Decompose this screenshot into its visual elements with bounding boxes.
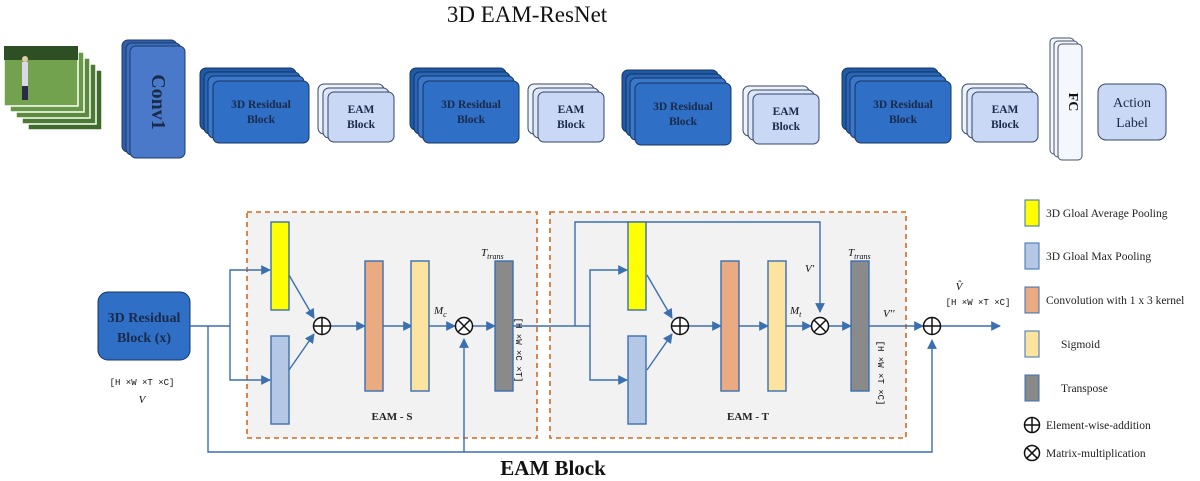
eam-s-label: EAM - S (372, 411, 413, 423)
diagram-title: 3D EAM-ResNet (447, 2, 608, 27)
ttrans-s-label: Ttrans (481, 247, 504, 261)
eam-s-avg-pool (270, 221, 290, 311)
legend-swatch-transpose (1024, 374, 1040, 402)
mc-main: M (433, 305, 444, 317)
action-label-line2: Label (1116, 116, 1148, 131)
top-eam-block-3: EAM Block (742, 85, 820, 145)
top-eam-block-2-line2: Block (557, 119, 586, 131)
top-eam-block-3-line1: EAM (773, 106, 800, 118)
top-eam-block-1-line2: Block (347, 119, 376, 131)
legend-swatch-conv (1024, 286, 1040, 314)
legend-label-sigmoid: Sigmoid (1061, 339, 1100, 351)
ttrans-t-label: Ttrans (848, 247, 871, 261)
action-label-line1: Action (1113, 96, 1151, 111)
legend-label-add: Element-wise-addition (1046, 420, 1151, 432)
dims-s-label: [H ×W ×C ×T] (513, 318, 523, 383)
eam-s-transpose (494, 260, 514, 392)
eam-s-sigmoid (410, 260, 430, 392)
final-add-icon (922, 316, 942, 336)
legend-swatch-sigmoid (1024, 330, 1040, 358)
top-eam-block-2: EAM Block (527, 83, 605, 143)
top-res-block-2-line1: 3D Residual (441, 99, 501, 111)
eam-t-matmul-icon (810, 316, 830, 336)
top-eam-block-4: EAM Block (961, 83, 1039, 143)
legend-label-transpose: Transpose (1061, 383, 1108, 395)
top-eam-block-1: EAM Block (317, 83, 395, 143)
legend-label-max-pool: 3D Gloal Max Pooling (1046, 251, 1151, 263)
legend-swatch-avg-pool (1024, 199, 1040, 227)
top-res-block-2: 3D Residual Block (409, 67, 520, 144)
legend: 3D Gloal Average Pooling 3D Gloal Max Po… (1023, 199, 1184, 462)
v-hat-label: V̂ (956, 280, 964, 293)
conv1-block: Conv1 (121, 39, 186, 159)
eam-t-conv (720, 260, 740, 392)
input-res-block-line2: Block (x) (117, 331, 171, 346)
conv1-label: Conv1 (147, 74, 169, 130)
ttrans-s-main: T (481, 247, 488, 259)
ttrans-t-sub: trans (854, 252, 870, 261)
eam-t-sigmoid (767, 260, 787, 392)
v-prime-label: V' (805, 263, 815, 275)
top-eam-block-4-line2: Block (991, 119, 1020, 131)
eam-s-matmul-icon (454, 316, 474, 336)
eam-t-avg-pool (627, 221, 647, 311)
v-dprime-label: V'' (883, 308, 895, 320)
legend-swatch-max-pool (1024, 242, 1040, 270)
top-res-block-3: 3D Residual Block (621, 69, 732, 146)
mt-main: M (789, 305, 800, 317)
top-res-block-1: 3D Residual Block (199, 67, 310, 144)
legend-label-conv: Convolution with 1 x 3 kernel (1046, 295, 1184, 307)
input-res-block: 3D Residual Block (x) (97, 291, 191, 361)
fc-block: FC (1049, 37, 1083, 161)
top-res-block-1-line2: Block (247, 114, 276, 126)
top-eam-block-2-line1: EAM (558, 104, 585, 116)
eam-s-max-pool (270, 335, 290, 425)
eam-t-transpose (850, 260, 870, 392)
ttrans-t-main: T (848, 247, 855, 259)
mc-label: Mc (433, 305, 447, 319)
top-res-block-3-line1: 3D Residual (653, 101, 713, 113)
input-dims-label: [H ×W ×T ×C] (110, 378, 175, 388)
plus-circle-icon (1023, 416, 1041, 434)
eam-t-max-pool (627, 335, 647, 425)
top-eam-block-1-line1: EAM (348, 104, 375, 116)
legend-label-matmul: Matrix-multiplication (1046, 448, 1146, 460)
input-res-block-line1: 3D Residual (108, 311, 181, 326)
action-label-box: Action Label (1097, 83, 1167, 141)
top-eam-block-3-line2: Block (772, 121, 801, 133)
top-res-block-2-line2: Block (457, 114, 486, 126)
ttrans-s-sub: trans (487, 252, 503, 261)
eam-s-panel (246, 211, 538, 439)
top-res-block-4: 3D Residual Block (841, 67, 952, 144)
mt-sub: t (799, 310, 802, 319)
eam-t-label: EAM - T (727, 411, 770, 423)
input-var-label: V (139, 394, 147, 406)
eam-block-title: EAM Block (500, 456, 606, 480)
connector-lines (190, 221, 1001, 453)
top-res-block-1-line1: 3D Residual (231, 99, 291, 111)
out-dims-label: [H ×W ×T ×C] (946, 298, 1011, 308)
mc-sub: c (443, 310, 447, 319)
top-res-block-3-line2: Block (669, 116, 698, 128)
top-eam-block-4-line1: EAM (992, 104, 1019, 116)
fc-label: FC (1065, 93, 1080, 112)
top-res-block-4-line1: 3D Residual (873, 99, 933, 111)
eam-t-add-icon (670, 316, 690, 336)
top-res-block-4-line2: Block (889, 114, 918, 126)
legend-label-avg-pool: 3D Gloal Average Pooling (1046, 208, 1168, 220)
dims-t-label: [H ×W ×T ×C] (875, 341, 885, 406)
mt-label: Mt (789, 305, 802, 319)
video-frames-image (3, 45, 103, 131)
eam-s-conv (364, 260, 384, 392)
eam-s-add-icon (312, 316, 332, 336)
times-circle-icon (1023, 444, 1041, 462)
